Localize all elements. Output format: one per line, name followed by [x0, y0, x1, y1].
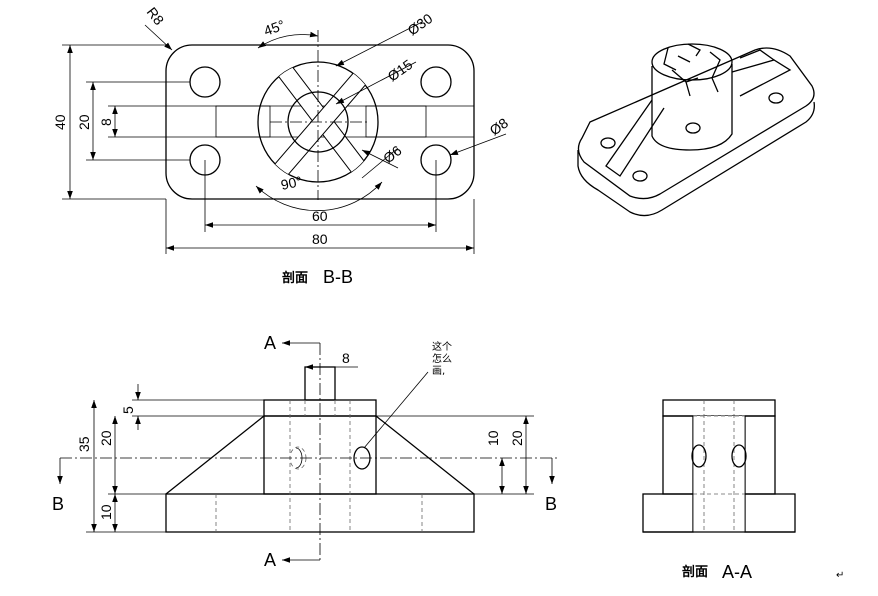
dim-8-front: 8 — [342, 350, 350, 366]
aa-base-left — [642, 493, 694, 533]
label-b-left: B — [52, 494, 64, 514]
dim-90deg: 90° — [279, 173, 303, 193]
dim-60: 60 — [312, 208, 328, 224]
section-bb-title-cn: 剖面 — [282, 270, 308, 286]
dim-dia8: Ø8 — [487, 115, 512, 139]
dim-dia30: Ø30 — [405, 10, 436, 38]
dim-8-top: 8 — [98, 118, 114, 126]
section-aa-title-letters: A-A — [722, 562, 752, 582]
front-view: A A B B 8 5 35 20 10 10 20 — [52, 333, 560, 570]
section-bb-view: R8 45° Ø30 Ø15 Ø8 Ø6 90° 40 20 8 — [52, 4, 511, 287]
hole-top-right — [420, 66, 452, 98]
dim-20-right: 20 — [509, 430, 525, 446]
dim-10-right: 10 — [485, 430, 501, 446]
base-plate-outline — [165, 44, 475, 200]
label-a-top: A — [264, 333, 276, 353]
aa-right-wall — [744, 415, 776, 495]
dim-40: 40 — [52, 114, 68, 130]
label-a-bottom: A — [264, 550, 276, 570]
section-aa-view: 剖面 A-A ↵ — [642, 399, 844, 582]
paragraph-mark: ↵ — [836, 570, 844, 581]
dim-5: 5 — [120, 406, 136, 414]
dim-80: 80 — [312, 231, 328, 247]
section-aa-title-cn: 剖面 — [682, 564, 708, 580]
aa-base-right — [744, 493, 796, 533]
dim-20-top: 20 — [76, 114, 92, 130]
rib-hatch-left — [215, 105, 271, 138]
rib-hatch-right — [365, 105, 427, 138]
dim-dia6: Ø6 — [380, 142, 405, 166]
aa-left-wall — [662, 415, 694, 495]
dim-r8: R8 — [144, 4, 168, 28]
label-b-right: B — [545, 494, 557, 514]
hole-top-left — [189, 66, 221, 98]
dim-45deg: 45° — [262, 17, 287, 39]
dim-dia15: Ø15 — [385, 56, 416, 84]
dim-10-left: 10 — [98, 504, 114, 520]
question-note-line1: 这个 — [432, 340, 452, 353]
dim-35: 35 — [76, 436, 92, 452]
question-note-line3: 画, — [432, 366, 445, 377]
dim-20-left: 20 — [98, 430, 114, 446]
isometric-view — [577, 43, 815, 217]
question-note-line2: 怎么 — [432, 352, 452, 365]
section-bb-title-letters: B-B — [323, 267, 353, 287]
